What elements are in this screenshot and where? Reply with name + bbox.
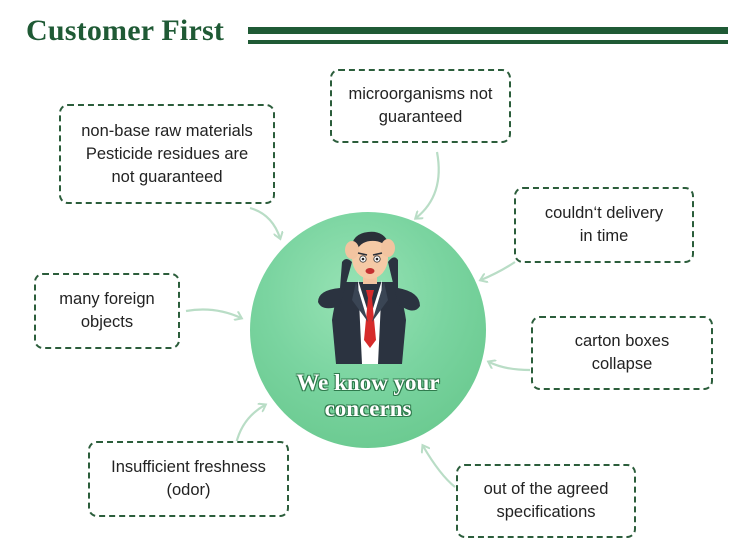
title-rule-thin: [248, 40, 728, 44]
concern-text-line: objects: [80, 313, 134, 331]
concern-specifications: out of the agreed specifications: [456, 464, 636, 538]
concern-text-line: out of the agreed: [483, 480, 609, 498]
concern-carton: carton boxes collapse: [531, 316, 713, 390]
concern-microorganisms: microorganisms not guaranteed: [330, 69, 511, 143]
page-title: Customer First: [26, 14, 225, 47]
concern-text-line: Insufficient freshness: [111, 458, 266, 476]
center-message: We know your concerns: [250, 370, 486, 422]
concern-foreign-objects: many foreign objects: [34, 273, 180, 349]
arrow-raw-materials: [249, 206, 280, 238]
concern-text-line: (odor): [166, 481, 211, 499]
title-rule-thick: [248, 27, 728, 34]
concern-text-line: not guaranteed: [111, 167, 223, 186]
concern-text-line: collapse: [591, 355, 653, 373]
concern-text-line: non-base raw materials: [81, 121, 253, 140]
concern-text-line: couldn‘t delivery: [544, 204, 664, 222]
concern-text-line: carton boxes: [574, 332, 670, 350]
concern-text-line: microorganisms not: [348, 85, 493, 103]
concern-text-line: many foreign: [59, 290, 155, 308]
concern-text-line: guaranteed: [378, 108, 463, 126]
concern-text-line: in time: [579, 227, 629, 245]
center-message-line: We know your: [296, 370, 440, 395]
arrow-delivery: [481, 261, 516, 280]
arrow-carton: [489, 362, 531, 372]
concern-text-line: specifications: [496, 503, 596, 521]
center-message-line: concerns: [324, 396, 412, 421]
concern-text-line: Pesticide residues are: [85, 144, 249, 163]
arrow-foreign-objects: [185, 308, 241, 318]
concern-delivery: couldn‘t delivery in time: [514, 187, 694, 263]
arrow-specifications: [423, 446, 456, 488]
arrow-freshness: [234, 405, 265, 445]
concern-freshness: Insufficient freshness (odor): [88, 441, 289, 517]
concern-raw-materials: non-base raw materials Pesticide residue…: [59, 104, 275, 204]
arrow-microorganisms: [416, 151, 440, 218]
